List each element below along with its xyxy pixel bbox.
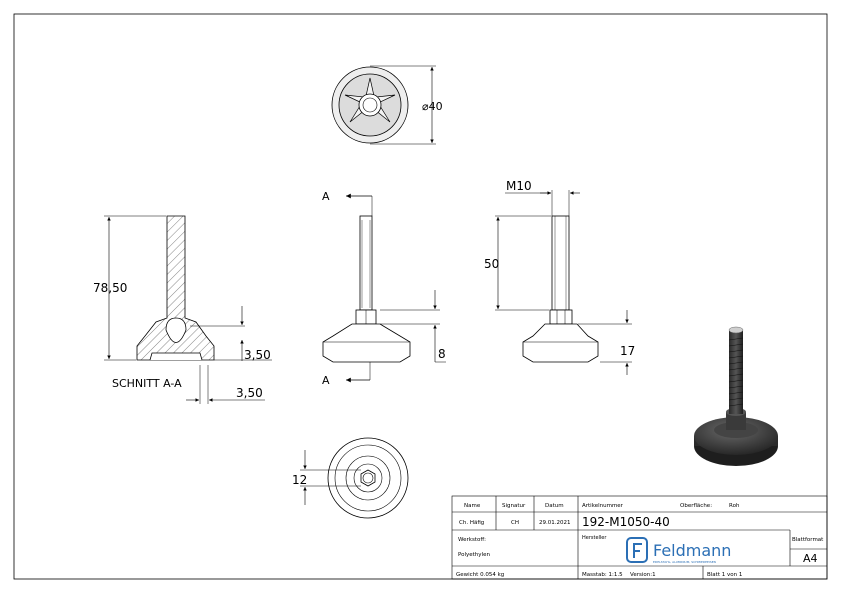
front-view — [322, 193, 446, 383]
article-number: 192-M1050-40 — [582, 515, 670, 529]
manufacturer-label: Hersteller — [582, 535, 607, 541]
sheet-format-label: Blattformat — [792, 537, 824, 543]
section-marker-top: A — [322, 190, 330, 203]
title-block-frame — [451, 495, 828, 580]
thread-dimension: M10 — [506, 179, 532, 193]
date-header: Datum — [545, 503, 564, 509]
name-header: Name — [464, 503, 481, 509]
drafter-signature: CH — [511, 520, 519, 526]
brand-name: Feldmann — [653, 541, 731, 560]
section-view — [104, 215, 272, 404]
recess-width-dimension: 3,50 — [236, 386, 263, 400]
sheet-number: Blatt 1 von 1 — [707, 572, 742, 578]
feldmann-logo: Feldmann EDELSTAHL, ALUMINIUM, SCHMIEDEE… — [626, 537, 731, 564]
title-block-text: Name Signatur Datum Ch. Häfig CH 29.01.2… — [456, 503, 824, 578]
side-view — [495, 190, 632, 375]
section-ball-joint — [165, 317, 187, 343]
signature-header: Signatur — [502, 503, 526, 509]
section-title: SCHNITT A-A — [112, 377, 182, 390]
recess-depth-dimension: 3,50 — [244, 348, 271, 362]
foot-height-dimension: 17 — [620, 344, 635, 358]
base-height-dimension: 8 — [438, 347, 446, 361]
title-block — [451, 495, 828, 580]
front-view-base — [322, 323, 411, 363]
drafter-name: Ch. Häfig — [459, 520, 484, 526]
total-height-dimension: 78,50 — [93, 281, 127, 295]
sheet-border — [13, 13, 828, 580]
side-view-nut — [549, 309, 573, 325]
material-value: Polyethylen — [458, 552, 490, 558]
product-3d-render — [694, 326, 778, 466]
weight-value: Gewicht 0.054 kg — [456, 572, 504, 578]
brand-tagline: EDELSTAHL, ALUMINIUM, SCHMIEDEEISEN — [653, 560, 716, 564]
scale-value: Masstab: 1:1.5 — [582, 572, 623, 578]
side-view-base — [522, 323, 599, 363]
sheet-format-value: A4 — [803, 552, 818, 565]
diameter-dimension: ⌀40 — [422, 100, 443, 113]
section-marker-bottom: A — [322, 374, 330, 387]
surface-value: Roh — [729, 503, 740, 509]
thread-length-dimension: 50 — [484, 257, 499, 271]
top-view — [331, 65, 436, 145]
article-label: Artikelnummer — [582, 503, 624, 509]
drawing-date: 29.01.2021 — [539, 520, 571, 526]
material-label: Werkstoff: — [458, 537, 486, 543]
nut-size-dimension: 12 — [292, 473, 307, 487]
side-view-thread — [551, 215, 570, 311]
surface-label: Oberfläche: — [680, 503, 712, 509]
bottom-view — [300, 437, 409, 519]
bottom-view-hex-nut — [360, 469, 376, 487]
version-value: Version:1 — [630, 572, 656, 578]
